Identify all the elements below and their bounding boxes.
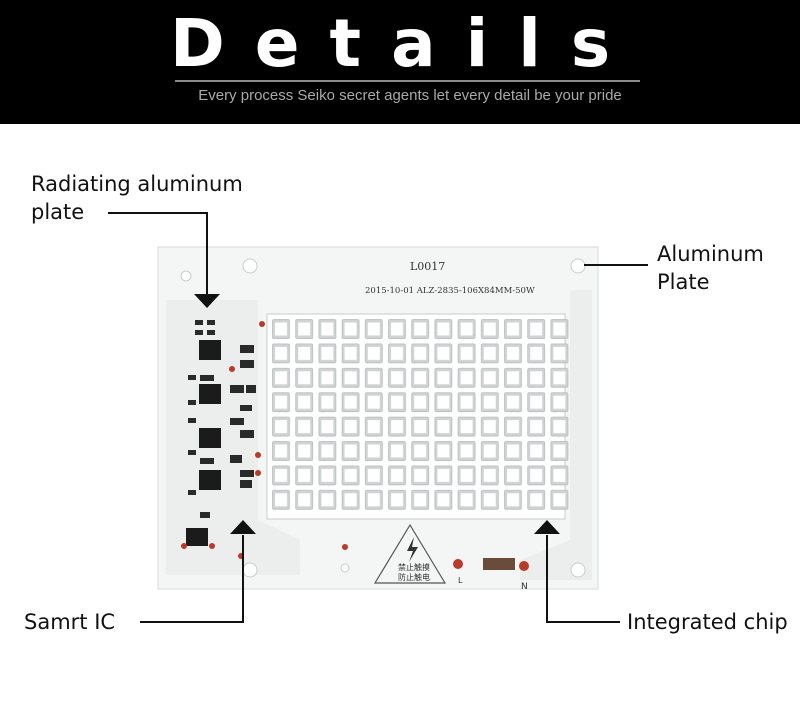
page-subtitle: Every process Seiko secret agents let ev… xyxy=(198,87,622,104)
driver-ic xyxy=(199,340,221,360)
callout-radiating-aluminum: Radiating aluminum plate xyxy=(31,170,243,226)
callout-aluminum-line1: Aluminum xyxy=(657,242,764,266)
callout-smart-ic: Samrt IC xyxy=(24,610,116,634)
leader-line xyxy=(206,212,208,296)
callout-aluminum-plate: Aluminum Plate xyxy=(657,240,764,296)
warning-text-1: 禁止触摸 xyxy=(398,562,430,572)
page-title: Details xyxy=(170,5,641,82)
led-array xyxy=(271,318,573,513)
callout-integrated-chip: Integrated chip xyxy=(627,610,788,634)
driver-ic xyxy=(199,384,221,404)
leader-line xyxy=(584,264,648,266)
terminal-label-n: N xyxy=(521,582,528,592)
rectifier-ic xyxy=(186,528,208,546)
leader-line xyxy=(546,535,548,623)
copper-trace xyxy=(520,290,592,580)
callout-radiating-line1: Radiating aluminum xyxy=(31,172,243,196)
header-banner: Details Every process Seiko secret agent… xyxy=(0,0,800,124)
mounting-hole xyxy=(570,562,586,578)
copper-trace xyxy=(166,300,300,575)
driver-ic xyxy=(199,470,221,490)
arrow-down-icon xyxy=(194,294,220,308)
header-divider xyxy=(175,80,640,82)
terminal-resistor xyxy=(483,558,515,570)
terminal-label-l: L xyxy=(458,576,463,585)
lightning-icon xyxy=(407,537,418,562)
mounting-hole xyxy=(570,258,586,274)
callout-radiating-line2: plate xyxy=(31,200,85,224)
callout-aluminum-line2: Plate xyxy=(657,270,710,294)
mounting-hole xyxy=(340,563,350,573)
board-spec: 2015-10-01 ALZ-2835-106X84MM-50W xyxy=(365,286,535,296)
leader-line xyxy=(108,212,208,214)
arrow-up-icon xyxy=(534,520,560,534)
board-model: L0017 xyxy=(410,260,445,273)
mounting-hole xyxy=(242,258,258,274)
mounting-hole xyxy=(180,270,192,282)
warning-triangle xyxy=(373,523,447,584)
warning-text-2: 防止触电 xyxy=(398,572,430,582)
mounting-hole xyxy=(242,562,258,578)
arrow-up-icon xyxy=(230,520,256,534)
leader-line xyxy=(242,535,244,623)
leader-line xyxy=(140,621,244,623)
driver-ic xyxy=(199,428,221,448)
leader-line xyxy=(546,621,620,623)
